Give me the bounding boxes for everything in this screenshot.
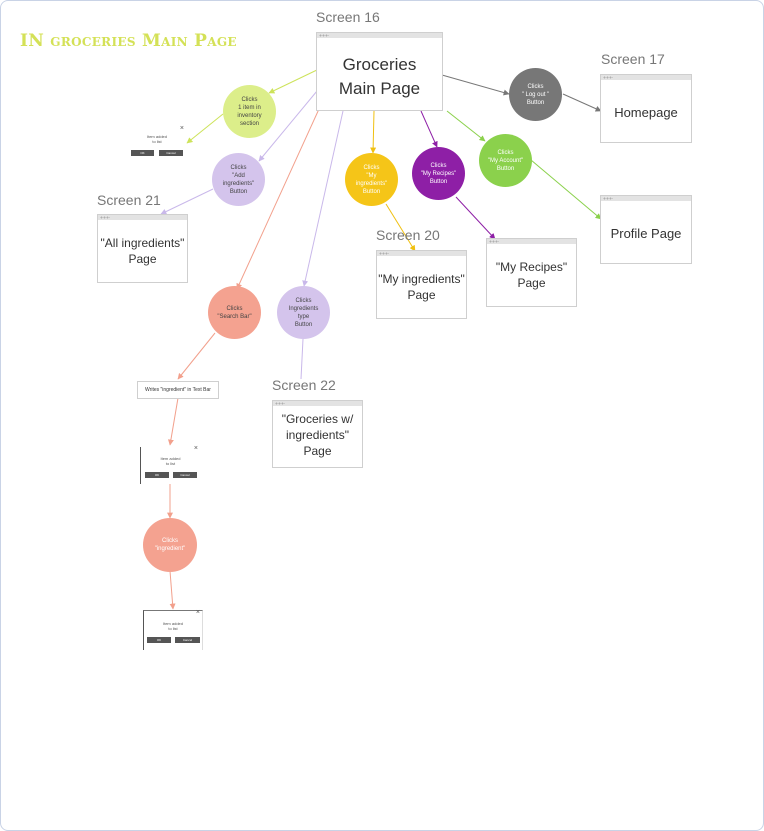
dialog-message: Item added to list: [160, 456, 181, 466]
edge-click-ingredient-to-dialog3: [169, 570, 176, 610]
screen-groceries-main: Groceries Main Page: [316, 32, 443, 111]
screen-text: "My ingredients" Page: [378, 272, 465, 302]
edge-note-to-dialog2: [167, 397, 179, 446]
edge-ingredient-type-to-screen22: [300, 338, 304, 380]
edge-main-to-logout: [441, 74, 510, 96]
screen-all-ingredients: "All ingredients" Page: [97, 214, 188, 283]
dialog-item-added-2: × Item added to list OK Cancel: [140, 445, 200, 484]
window-bar: [487, 239, 576, 244]
screen-text: Groceries Main Page: [338, 55, 421, 98]
note-writes-ingredient: Writes "ingredient" in Text Bar: [137, 381, 219, 399]
action-my-ingredients: Clicks "My ingredients" Button: [345, 153, 398, 206]
screen-text: Profile Page: [610, 226, 682, 241]
edge-search-bar-to-note: [177, 332, 216, 380]
dialog-cancel-button[interactable]: Cancel: [175, 637, 200, 643]
edge-main-to-search-bar: [236, 108, 320, 290]
screen-homepage: Homepage: [600, 74, 692, 143]
edge-my-recipes-to-recipes-page: [455, 196, 496, 240]
window-bar: [601, 75, 691, 80]
dialog-ok-button[interactable]: OK: [147, 637, 171, 643]
edge-main-to-add-ingredients: [258, 90, 318, 162]
screen-text: "All ingredients" Page: [100, 236, 185, 266]
screen-label-all-ingredients: Screen 21: [97, 192, 161, 208]
close-icon[interactable]: ×: [179, 125, 184, 132]
screen-text: Homepage: [614, 105, 678, 120]
edge-logout-to-homepage: [562, 93, 602, 112]
action-click-item: Clicks 1 item in inventory section: [223, 85, 276, 138]
edge-main-to-my-recipes: [420, 110, 438, 148]
edge-add-ingredients-to-screen21: [160, 188, 214, 215]
screen-text: "Groceries w/ ingredients" Page: [281, 412, 354, 458]
window-bar: [273, 401, 362, 406]
dialog-item-added-3: × Item added to list OK Cancel: [143, 609, 203, 650]
diagram-title: IN groceries Main Page: [20, 31, 237, 51]
screen-profile: Profile Page: [600, 195, 692, 264]
dialog-cancel-button[interactable]: Cancel: [159, 150, 183, 156]
screen-groceries-with-ingredients: "Groceries w/ ingredients" Page: [272, 400, 363, 468]
edges: [160, 68, 602, 610]
edge-my-ingredients-to-screen20: [385, 203, 416, 252]
window-bar: [601, 196, 691, 201]
screen-text: "My Recipes" Page: [495, 260, 568, 290]
screen-label-main: Screen 16: [316, 9, 380, 25]
screen-label-my-ingredients: Screen 20: [376, 227, 440, 243]
dialog-cancel-button[interactable]: Cancel: [173, 472, 197, 478]
edge-main-to-my-account: [446, 110, 486, 142]
close-icon[interactable]: ×: [195, 609, 200, 616]
edge-main-to-my-ingredients: [370, 110, 377, 154]
action-my-recipes: Clicks "My Recipes" Button: [412, 147, 465, 200]
window-bar: [317, 33, 442, 38]
close-icon[interactable]: ×: [193, 445, 198, 452]
action-search-bar: Clicks "Search Bar": [208, 286, 261, 339]
dialog-ok-button[interactable]: OK: [145, 472, 169, 478]
screen-my-ingredients: "My ingredients" Page: [376, 250, 467, 319]
action-logout: Clicks " Log out " Button: [509, 68, 562, 121]
dialog-item-added-1: × Item added to list OK Cancel: [128, 125, 186, 159]
window-bar: [98, 215, 187, 220]
dialog-message: Item added to list: [146, 134, 167, 144]
edge-click-item-to-dialog: [186, 113, 224, 144]
action-ingredient-type: Clicks Ingredients type Button: [277, 286, 330, 339]
action-my-account: Clicks "My Account" Button: [479, 134, 532, 187]
edge-main-to-click-item: [268, 68, 320, 94]
screen-label-home: Screen 17: [601, 51, 665, 67]
dialog-ok-button[interactable]: OK: [131, 150, 154, 156]
edge-my-account-to-profile: [530, 159, 602, 220]
edge-main-to-ingredient-type: [302, 110, 344, 287]
action-add-ingredients: Clicks "Add ingredients" Button: [212, 153, 265, 206]
screen-label-groceries-with-ingredients: Screen 22: [272, 377, 336, 393]
action-click-ingredient: Clicks "ingredient": [143, 518, 197, 572]
screen-my-recipes: "My Recipes" Page: [486, 238, 577, 307]
window-bar: [377, 251, 466, 256]
dialog-message: Item added to list: [162, 621, 183, 631]
